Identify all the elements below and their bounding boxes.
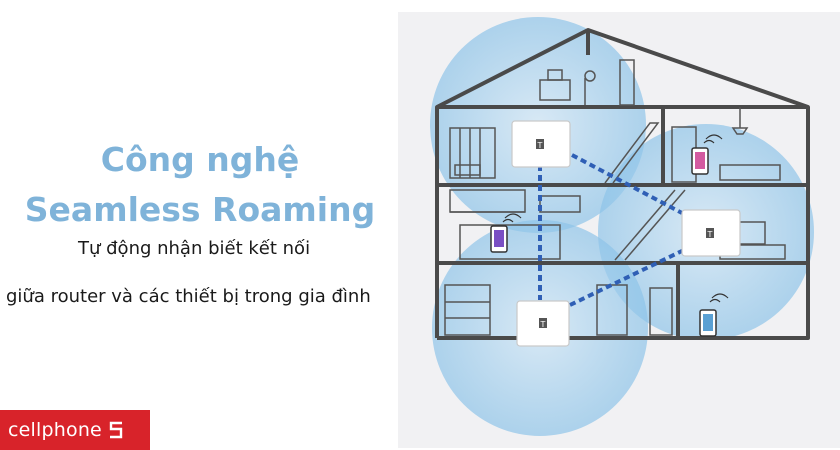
router-right: T — [681, 209, 741, 257]
attic-furniture — [539, 59, 635, 106]
subtitle-line-1: Tự động nhận biết kết nối — [78, 238, 311, 259]
phone-device-2 — [691, 134, 723, 175]
cellphones-logo: cellphone — [0, 410, 150, 450]
router-label-top: T — [537, 141, 543, 150]
phone-device-1 — [490, 213, 522, 253]
link-top-to-right — [571, 153, 683, 215]
router-label-right: T — [707, 230, 713, 239]
router-label-bottom: T — [540, 320, 546, 329]
router-top: T — [511, 120, 571, 168]
kitchen-furniture — [449, 189, 581, 260]
storage-furniture — [444, 284, 673, 336]
house-outline — [435, 28, 810, 340]
heading-line-1: Công nghệ — [100, 140, 300, 179]
heading-line-2: Seamless Roaming — [24, 190, 376, 229]
link-bottom-to-right — [569, 248, 685, 307]
bathroom-furniture — [449, 122, 660, 184]
brand-name: cellphone — [8, 419, 102, 441]
mesh-link-lines — [538, 153, 685, 307]
phone-device-3 — [699, 293, 729, 337]
router-bottom: T — [516, 300, 570, 347]
cellphones-s-icon — [109, 421, 123, 439]
subtitle-line-2: giữa router và các thiết bị trong gia đì… — [6, 286, 371, 307]
